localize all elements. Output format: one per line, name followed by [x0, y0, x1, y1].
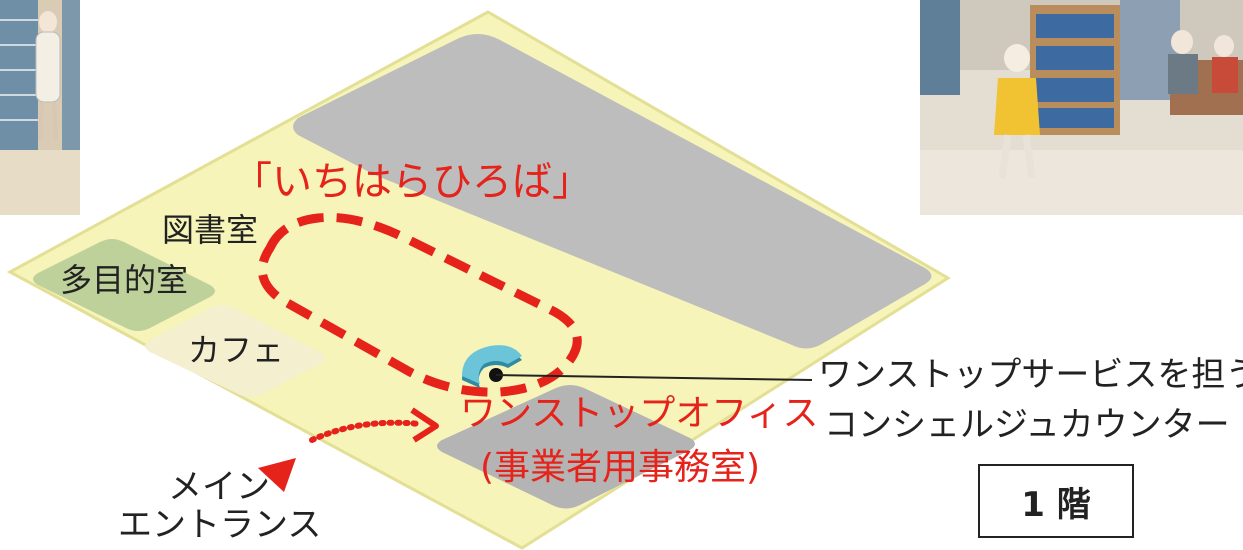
multipurpose-room-area	[33, 239, 215, 331]
floor-plate	[6, 10, 951, 550]
grey-zone-upper	[293, 34, 932, 349]
office-label-line1: ワンストップオフィス	[460, 393, 819, 434]
entrance-path	[309, 419, 423, 443]
library-photo-left	[0, 0, 80, 215]
entrance-label-line1: メイン	[168, 467, 270, 507]
counter-callout-line2: コンシェルジュカウンター	[824, 405, 1230, 445]
concierge-counter-icon	[462, 345, 522, 388]
entrance-label-line2: エントランス	[118, 505, 322, 545]
grey-zone-office	[437, 385, 695, 509]
floor-indicator: 1 階	[978, 464, 1134, 538]
entrance-arrow	[258, 458, 296, 492]
cafe-label: カフェ	[188, 331, 285, 369]
library-photo-right	[920, 0, 1243, 215]
counter-callout-line1: ワンストップサービスを担う	[818, 355, 1243, 395]
office-label-line2: (事業者用事務室)	[480, 447, 761, 488]
floor-label: 1 階	[1021, 484, 1091, 525]
cafe-area	[145, 305, 325, 397]
hiroba-title: 「いちはらひろば」	[232, 159, 592, 205]
entrance-path-arrowhead	[410, 407, 439, 443]
counter-leader-line	[495, 374, 813, 381]
hiroba-loop	[257, 212, 582, 397]
library-label: 図書室	[162, 211, 259, 249]
multipurpose-label: 多目的室	[60, 261, 189, 299]
